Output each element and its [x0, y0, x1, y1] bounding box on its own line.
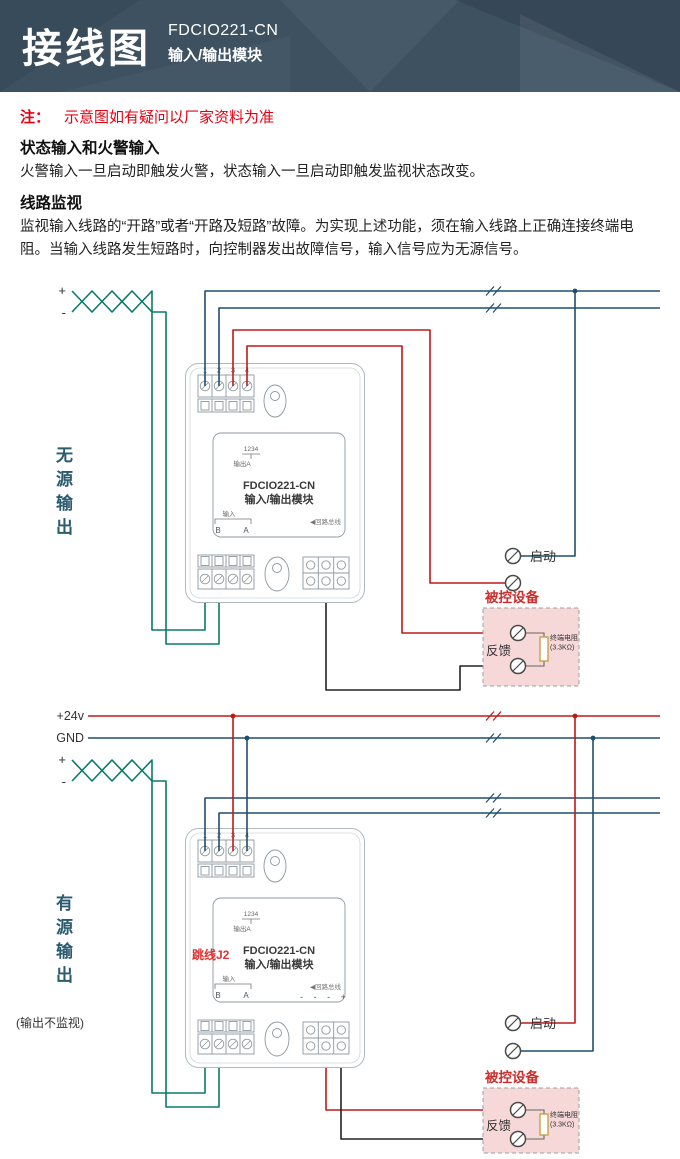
jumper-j2-label: 跳线J2 [192, 947, 230, 962]
wire-output-2 [246, 345, 510, 634]
screw-slot-icon [507, 1017, 519, 1029]
active-output-schematic: +24v GND + - [56, 709, 660, 1154]
model-number: FDCIO221-CN [168, 22, 279, 39]
junction-dot [244, 735, 250, 741]
screw-slot-icon [512, 1133, 524, 1145]
feedback-label: 反馈 [486, 644, 511, 658]
bus-break-mark [485, 808, 502, 818]
resistor-label-line2: (3.3KΩ) [550, 1122, 574, 1129]
section-heading-inputs: 状态输入和火警输入 [20, 140, 160, 157]
wire-start-24v [521, 716, 576, 1024]
wire-loop-bus-b [218, 812, 660, 851]
controlled-device-box: 反馈 终端电阻 (3.3KΩ) [482, 1087, 580, 1154]
bus-break-mark [485, 793, 502, 803]
junction-dot [572, 288, 578, 294]
wire-start-drop [521, 291, 576, 557]
wire-output [325, 1068, 510, 1111]
resistor-label-line2: (3.3KΩ) [550, 645, 574, 652]
gnd-label: GND [56, 731, 84, 745]
side-label-active-output: 有源输出 [53, 894, 72, 990]
plus-label: + [58, 283, 66, 298]
device-dashed-box [482, 1087, 580, 1154]
junction-dot [230, 713, 236, 719]
feedback-label: 反馈 [486, 1119, 511, 1133]
wire-loop-bus-a [204, 797, 660, 851]
section-body-monitoring: 监视输入线路的“开路”或者“开路及短路”故障。为实现上述功能，须在输入线路上正确… [20, 219, 634, 259]
note-text: 示意图如有疑问以厂家资料为准 [64, 109, 275, 126]
start-label: 启动 [530, 549, 556, 564]
wire-start-gnd [521, 738, 594, 1052]
screw-slot-icon [507, 577, 519, 589]
wire-output-1 [232, 329, 506, 584]
power-24v-label: +24v [57, 709, 85, 723]
resistor-label-line1: 终端电阻 [550, 1110, 578, 1119]
header-pattern-triangle [280, 0, 460, 92]
wire-feedback [340, 1068, 510, 1140]
start-terminals: 启动 [504, 1014, 556, 1060]
start-label: 启动 [530, 1016, 556, 1031]
wire-input-minus [71, 290, 220, 645]
passive-output-schematic: + - 启动 被控设备 [58, 283, 660, 691]
module-type: 输入/输出模块 [168, 47, 263, 64]
header-pattern-triangle [455, 0, 680, 92]
junction-dot [590, 735, 596, 741]
wire-feedback [325, 603, 510, 691]
controlled-device-label: 被控设备 [485, 589, 539, 605]
terminal-resistor-icon [539, 1113, 549, 1136]
bus-break-mark [485, 303, 502, 313]
side-label-passive-output: 无源输出 [53, 446, 72, 542]
junction-dot [572, 713, 578, 719]
polarity-marks: - - - + [300, 992, 350, 1002]
controlled-device-box: 反馈 终端电阻 (3.3KΩ) [482, 607, 580, 687]
start-terminals: 启动 [504, 547, 556, 592]
header-pattern-triangle [520, 14, 680, 92]
minus-label: - [62, 774, 66, 789]
note-line: 注： 示意图如有疑问以厂家资料为准 [20, 106, 660, 127]
intro-text: 注： 示意图如有疑问以厂家资料为准 状态输入和火警输入 火警输入一旦启动即触发火警… [0, 92, 680, 278]
screw-slot-icon [507, 550, 519, 562]
resistor-leads [526, 632, 545, 667]
header-subtitle-block: FDCIO221-CN 输入/输出模块 [168, 22, 278, 65]
side-sublabel-not-monitored: (输出不监视) [16, 1016, 84, 1030]
page-title: 接线图 [22, 27, 151, 71]
diagram-active-output: +24v GND + - [0, 698, 680, 1159]
screw-slot-icon [507, 1045, 519, 1057]
plus-label: + [58, 752, 66, 767]
io-module-instance [185, 363, 365, 603]
wire-input-minus [71, 759, 220, 1108]
screw-slot-icon [512, 660, 524, 672]
device-dashed-box [482, 607, 580, 687]
terminal-resistor-icon [539, 636, 549, 662]
note-prefix: 注： [20, 109, 51, 126]
section-heading-monitoring: 线路监视 [20, 195, 83, 213]
bus-break-mark [485, 286, 502, 296]
controlled-device-label: 被控设备 [485, 1069, 539, 1085]
screw-slot-icon [512, 627, 524, 639]
diagram-passive-output: + - 启动 被控设备 [0, 278, 680, 698]
header-banner: 接线图 FDCIO221-CN 输入/输出模块 [0, 0, 680, 92]
rail-break-mark [485, 733, 502, 743]
resistor-leads [526, 1109, 545, 1140]
minus-label: - [62, 305, 66, 320]
section-body-inputs: 火警输入一旦启动即触发火警，状态输入一旦启动即触发监视状态改变。 [20, 164, 484, 180]
wire-loop-bus-b [218, 307, 660, 386]
rail-break-mark [485, 711, 502, 721]
screw-slot-icon [512, 1104, 524, 1116]
resistor-label-line1: 终端电阻 [550, 633, 578, 642]
wire-loop-bus-a [204, 290, 660, 386]
